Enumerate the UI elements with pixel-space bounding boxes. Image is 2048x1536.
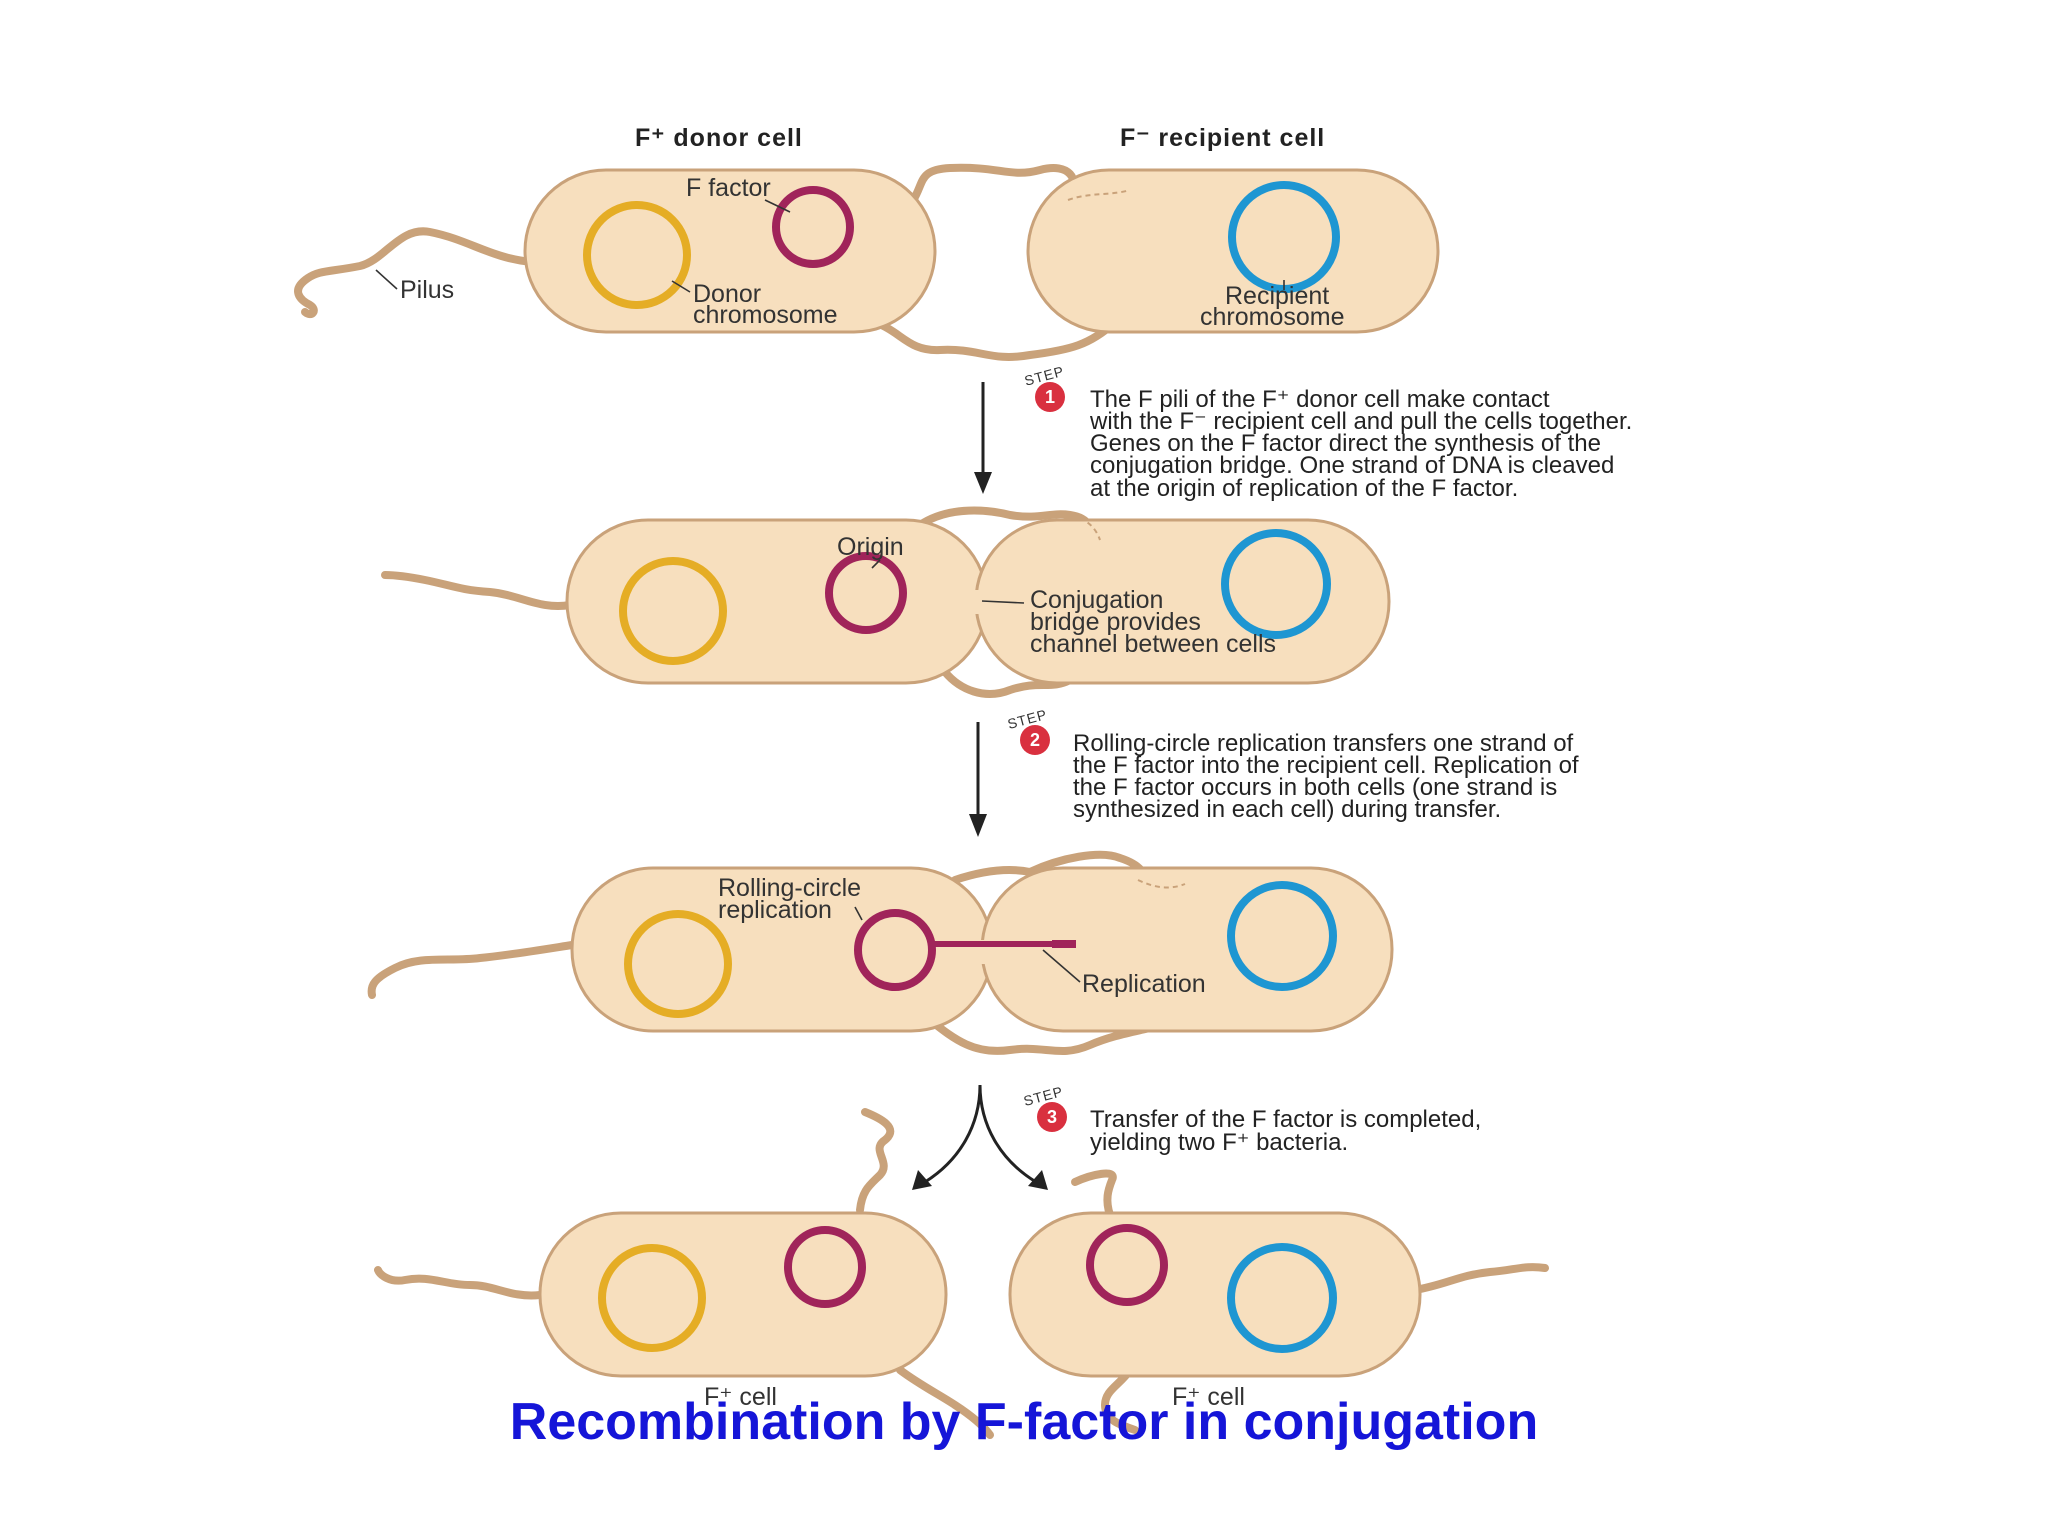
- conjugation-bridge-leader: [981, 600, 1025, 604]
- step-2-number: 2: [1030, 730, 1040, 750]
- step-1-number: 1: [1045, 387, 1055, 407]
- step-2-arrowhead: [969, 814, 987, 837]
- step-2-text-line2: the F factor into the recipient cell. Re…: [1073, 752, 1579, 779]
- f-factor-ring: [772, 186, 854, 268]
- step-1-arrowhead: [974, 472, 992, 494]
- f-factor-ring-2: [825, 552, 907, 634]
- pilus-left-1: [294, 227, 536, 319]
- donor-chromosome-ring-2: [619, 557, 727, 665]
- pilus-bottom-4a: [896, 1366, 994, 1439]
- pilus-left-4a: [374, 1266, 544, 1300]
- step-1-text-line2: with the F⁻ recipient cell and pull the …: [1089, 408, 1632, 435]
- recipient-chromosome-label-line1: Recipient: [1225, 282, 1329, 310]
- step-3-arrow-left: [924, 1084, 982, 1184]
- pilus-connecting-top-1: [896, 163, 1078, 219]
- origin-leader: [871, 559, 881, 569]
- recipient-chromosome-ring-2: [1221, 529, 1331, 639]
- stage-3: Rolling-circle replication Replication: [367, 850, 1394, 1055]
- donor-chromosome-leader: [671, 280, 691, 293]
- pilus-left-3: [367, 941, 576, 999]
- stage-4: F⁺ cell F⁺ cell: [374, 1108, 1549, 1439]
- donor-chromosome-label-line1: Donor: [693, 280, 761, 308]
- f-plus-cell-right: [1008, 1211, 1422, 1378]
- pilus-connecting-bottom-1: [846, 314, 1119, 361]
- donor-chromosome-ring-3: [624, 910, 732, 1018]
- pilus-top-4b: [1071, 1169, 1117, 1219]
- step-3: STEP 3 Transfer of the F factor is compl…: [912, 1083, 1481, 1190]
- pilus-bottom-4b: [1100, 1366, 1139, 1434]
- rolling-circle-label-line1: Rolling-circle: [718, 874, 861, 902]
- f-factor-ring-4-left: [784, 1226, 866, 1308]
- donor-cell-2: [565, 518, 989, 685]
- origin-label: Origin: [837, 533, 904, 561]
- conjugation-bridge-label-line3: channel between cells: [1030, 630, 1276, 658]
- stage-1: F factor Pilus Donor chromosome Recipien…: [294, 163, 1440, 361]
- conjugation-bridge-label-line1: Conjugation: [1030, 586, 1163, 614]
- f-factor-leader: [764, 199, 791, 213]
- stage-2: Origin Conjugation bridge provides chann…: [381, 506, 1391, 698]
- replication-leader: [1042, 949, 1081, 983]
- pilus-retract-dashed: [1067, 189, 1131, 201]
- f-factor-ring-3: [854, 909, 936, 991]
- pilus-retract-dashed-2: [1061, 516, 1101, 541]
- replication-label: Replication: [1082, 970, 1206, 998]
- step-2-text-line1: Rolling-circle replication transfers one…: [1073, 730, 1574, 757]
- step-1-text-line1: The F pili of the F⁺ donor cell make con…: [1090, 386, 1550, 413]
- recipient-chromosome-label-line2: chromosome: [1200, 303, 1345, 331]
- recipient-chromosome-ring-4: [1227, 1243, 1337, 1353]
- conjugation-bridge-label-line2: bridge provides: [1030, 608, 1201, 636]
- donor-cell: [523, 168, 937, 334]
- step-2-text-line4: synthesized in each cell) during transfe…: [1073, 796, 1501, 823]
- pilus-top-4a: [856, 1108, 895, 1214]
- step-1: STEP 1 The F pili of the F⁺ donor cell m…: [974, 363, 1632, 502]
- step-1-text-line3: Genes on the F factor direct the synthes…: [1090, 430, 1601, 457]
- rolling-circle-label-line2: replication: [718, 896, 832, 924]
- pilus-left-2: [381, 571, 574, 610]
- step-1-text-line4: conjugation bridge. One strand of DNA is…: [1090, 452, 1614, 479]
- f-plus-cell-label-right: F⁺ cell: [1172, 1383, 1245, 1411]
- replicating-strand-end: [1052, 940, 1076, 948]
- donor-chromosome-label-line2: chromosome: [693, 301, 838, 329]
- step-3-text-line1: Transfer of the F factor is completed,: [1090, 1106, 1481, 1133]
- pilus-retract-dashed-3: [1137, 879, 1186, 889]
- step-3-badge: [1037, 1102, 1067, 1132]
- recipient-cell-header: F⁻ recipient cell: [1120, 124, 1325, 152]
- step-1-text-line5: at the origin of replication of the F fa…: [1090, 475, 1518, 502]
- donor-chromosome-ring-4: [598, 1244, 706, 1352]
- step-3-arrow-right: [978, 1084, 1037, 1184]
- rolling-circle-leader: [854, 906, 863, 921]
- step-3-number: 3: [1047, 1107, 1057, 1127]
- f-factor-label: F factor: [686, 174, 771, 202]
- step-3-text-line2: yielding two F⁺ bacteria.: [1090, 1129, 1348, 1156]
- donor-cell-header: F⁺ donor cell: [635, 124, 803, 152]
- step-2: STEP 2 Rolling-circle replication transf…: [969, 706, 1579, 837]
- step-3-arrowhead-right: [1028, 1170, 1048, 1190]
- step-3-arrowhead-left: [912, 1170, 932, 1190]
- pilus-right-4b: [1411, 1263, 1549, 1294]
- donor-chromosome-ring: [583, 201, 691, 309]
- slide-caption: Recombination by F-factor in conjugation: [509, 1393, 1539, 1451]
- f-plus-cell-label-left: F⁺ cell: [704, 1383, 777, 1411]
- pilus-leader: [375, 269, 398, 290]
- f-plus-cell-left: [538, 1211, 948, 1378]
- step-1-badge: [1035, 382, 1065, 412]
- step-2-text-line3: the F factor occurs in both cells (one s…: [1073, 774, 1557, 801]
- recipient-chromosome-ring-3: [1227, 881, 1337, 991]
- pilus-label: Pilus: [400, 276, 454, 304]
- f-factor-ring-4-right: [1086, 1224, 1168, 1306]
- step-2-badge: [1020, 725, 1050, 755]
